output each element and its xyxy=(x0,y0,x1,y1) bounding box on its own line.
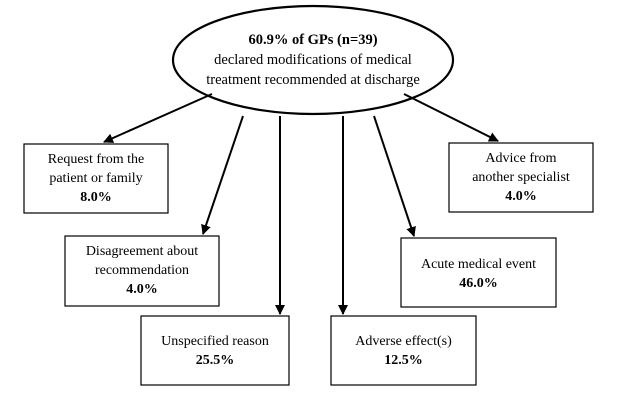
adverse-percentage: 12.5% xyxy=(384,353,423,368)
disagreement-line-1: Disagreement about xyxy=(85,244,199,259)
advice-line-2: another specialist xyxy=(472,170,570,185)
center-line-3: treatment recommended at discharge xyxy=(206,72,420,88)
advice-line-1: Advice from xyxy=(485,151,557,166)
box-advice xyxy=(448,142,594,213)
disagreement-line-2: recommendation xyxy=(94,263,190,278)
adverse-line-1: Adverse effect(s) xyxy=(355,334,452,349)
box-disagreement xyxy=(64,235,220,307)
center-label: 60.9% of GPs (n=39) declared modificatio… xyxy=(180,30,446,90)
center-line-2: declared modifications of medical xyxy=(214,52,412,68)
request-percentage: 8.0% xyxy=(80,190,112,205)
acute-percentage: 46.0% xyxy=(459,276,498,291)
request-line-2: patient or family xyxy=(49,171,143,186)
advice-percentage: 4.0% xyxy=(505,189,537,204)
box-request xyxy=(23,143,169,214)
advice-label: Advice from another specialist 4.0% xyxy=(449,149,593,206)
adverse-label: Adverse effect(s) 12.5% xyxy=(331,332,476,370)
box-unspecified xyxy=(140,315,290,386)
center-ellipse xyxy=(171,4,455,116)
arrow-to-disagreement xyxy=(201,115,244,235)
request-label: Request from the patient or family 8.0% xyxy=(24,150,168,207)
unspecified-label: Unspecified reason 25.5% xyxy=(141,332,289,370)
box-acute xyxy=(400,237,557,308)
acute-label: Acute medical event 46.0% xyxy=(401,255,556,293)
disagreement-label: Disagreement about recommendation 4.0% xyxy=(65,242,219,299)
acute-line-1: Acute medical event xyxy=(420,257,537,272)
unspecified-percentage: 25.5% xyxy=(195,353,235,368)
unspecified-line-1: Unspecified reason xyxy=(161,334,269,349)
arrow-to-acute xyxy=(373,115,416,237)
box-adverse xyxy=(330,315,477,386)
arrow-to-advice xyxy=(403,93,499,142)
request-line-1: Request from the xyxy=(47,152,145,167)
center-headline: 60.9% of GPs (n=39) xyxy=(248,32,378,48)
arrow-to-request xyxy=(103,93,213,143)
disagreement-percentage: 4.0% xyxy=(126,282,158,297)
